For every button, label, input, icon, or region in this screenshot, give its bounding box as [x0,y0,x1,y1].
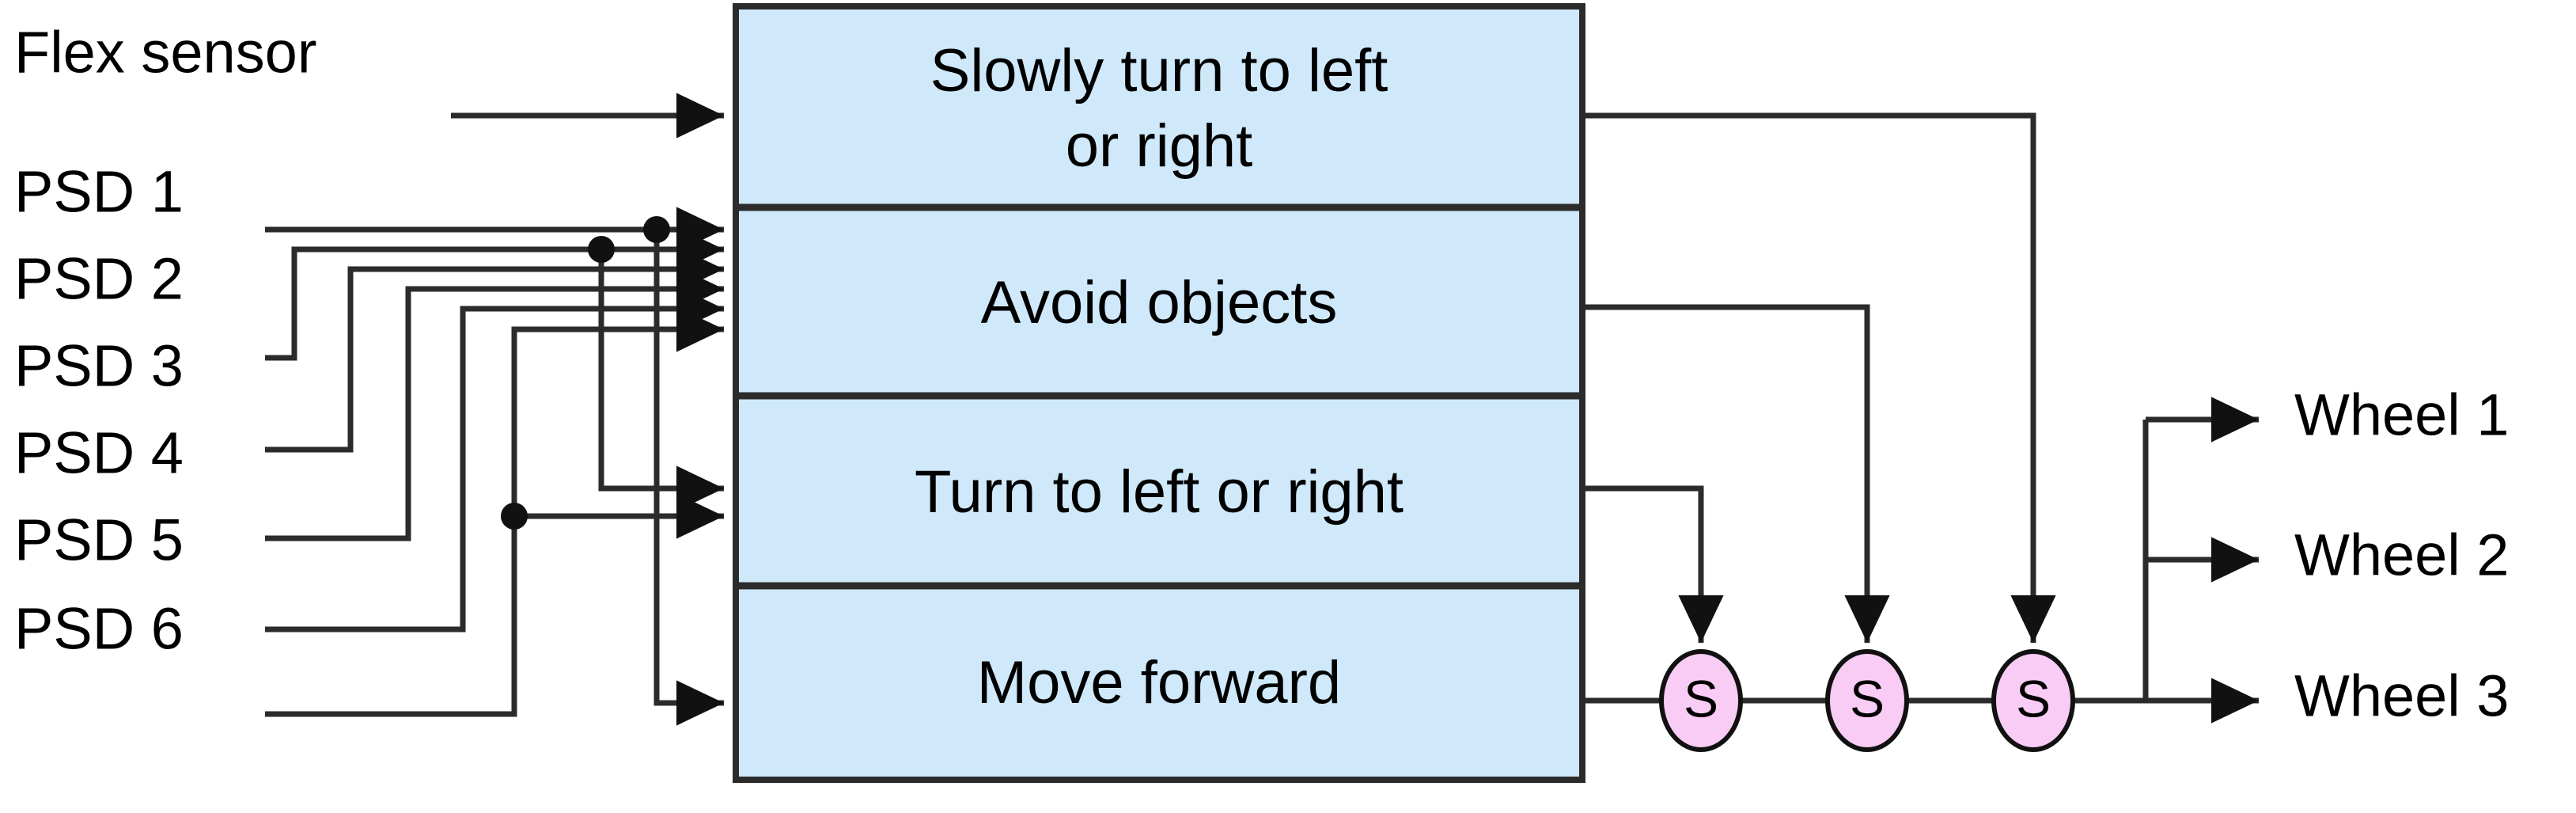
wire-psd2-branch-to-turn [598,249,724,511]
suppressor-label-1: S [1684,669,1718,728]
sensor-input-labels: Flex sensor PSD 1 PSD 2 PSD 3 PSD 4 PSD … [14,20,316,662]
suppressor-node-3[interactable] [1991,649,2075,752]
wire-psd5 [265,286,724,633]
output-labels: Wheel 1 Wheel 2 Wheel 3 [2294,382,2509,729]
suppressor-node-group: S S S [1659,649,2075,752]
output-label-wheel-3: Wheel 3 [2294,663,2509,729]
junction-dot-psd6 [501,503,528,530]
junction-dot-psd2 [588,236,615,263]
layer-label-slowly-turn-line1: Slowly turn to left [930,37,1388,104]
wire-avoid-objects-to-suppressor-2 [1582,304,1890,643]
wire-psd1-branch-to-move-forward [653,230,724,726]
sensor-label-psd5: PSD 5 [14,507,184,573]
wire-turn-to-suppressor-1 [1582,485,1724,643]
sensor-label-psd4: PSD 4 [14,420,184,486]
sensor-label-psd3: PSD 3 [14,333,184,399]
layer-output-wire-group [1582,112,2146,704]
output-label-wheel-2: Wheel 2 [2294,522,2509,588]
sensor-wire-group [265,93,724,726]
layer-label-slowly-turn-line2: or right [1066,112,1253,180]
suppressor-label-2: S [1850,669,1885,728]
layer-box-slowly-turn[interactable] [733,3,1585,211]
wire-psd4 [265,266,724,541]
suppressor-label-3: S [2016,669,2051,728]
layer-label-move-forward: Move forward [977,649,1341,716]
wire-psd3 [265,246,724,453]
sensor-label-psd1: PSD 1 [14,159,184,225]
suppressor-node-1[interactable] [1659,649,1743,752]
wire-slowly-turn-to-suppressor-3 [1582,112,2056,643]
output-bus-group [2142,397,2259,724]
junction-dot-psd1 [643,216,670,243]
wire-psd2 [265,226,724,361]
sensor-label-flex: Flex sensor [14,20,316,85]
suppressor-node-2[interactable] [1825,649,1909,752]
sensor-label-psd2: PSD 2 [14,246,184,312]
output-label-wheel-1: Wheel 1 [2294,382,2509,448]
behaviour-layer-stack: Slowly turn to left or right Avoid objec… [733,3,1585,783]
sensor-label-psd6: PSD 6 [14,596,184,662]
layer-label-avoid-objects: Avoid objects [981,269,1338,336]
layer-label-turn-left-right: Turn to left or right [915,458,1404,526]
